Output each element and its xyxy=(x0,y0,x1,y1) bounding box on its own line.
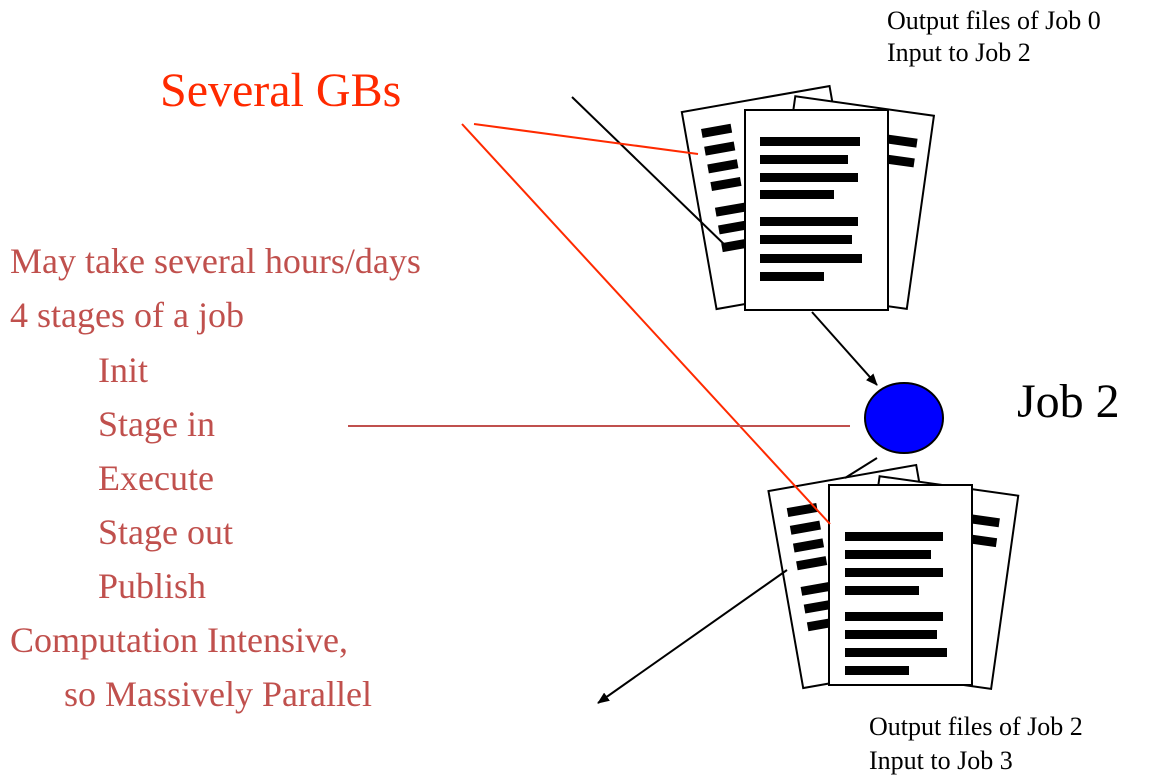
job-to-output-line xyxy=(844,457,878,479)
output-files-icon xyxy=(767,463,1020,690)
duration-text: May take several hours/days xyxy=(10,241,421,281)
computation-text-line2: so Massively Parallel xyxy=(64,674,372,714)
input-to-job-arrow xyxy=(811,311,878,386)
job-label: Job 2 xyxy=(1017,375,1120,428)
stages-heading: 4 stages of a job xyxy=(10,295,244,335)
stage-item: Execute xyxy=(98,458,214,498)
size-annotation: Several GBs xyxy=(160,64,402,117)
stage-item: Stage in xyxy=(98,404,215,444)
stage-item: Stage out xyxy=(98,512,233,552)
input-files-label-line1: Output files of Job 0 xyxy=(887,6,1101,35)
stage-item: Publish xyxy=(98,566,207,606)
incoming-flow-line xyxy=(571,96,729,249)
output-flow-arrow xyxy=(597,569,788,704)
size-pointer-line-bottom xyxy=(461,123,831,525)
input-files-icon xyxy=(680,84,936,311)
job-node-circle xyxy=(864,382,944,454)
computation-text-line1: Computation Intensive, xyxy=(10,620,348,660)
output-files-label-line2: Input to Job 3 xyxy=(869,746,1013,775)
stage-item: Init xyxy=(98,350,148,390)
input-files-label-line2: Input to Job 2 xyxy=(887,38,1031,67)
size-pointer-line-top xyxy=(473,123,699,155)
output-files-label-line1: Output files of Job 2 xyxy=(869,712,1083,741)
